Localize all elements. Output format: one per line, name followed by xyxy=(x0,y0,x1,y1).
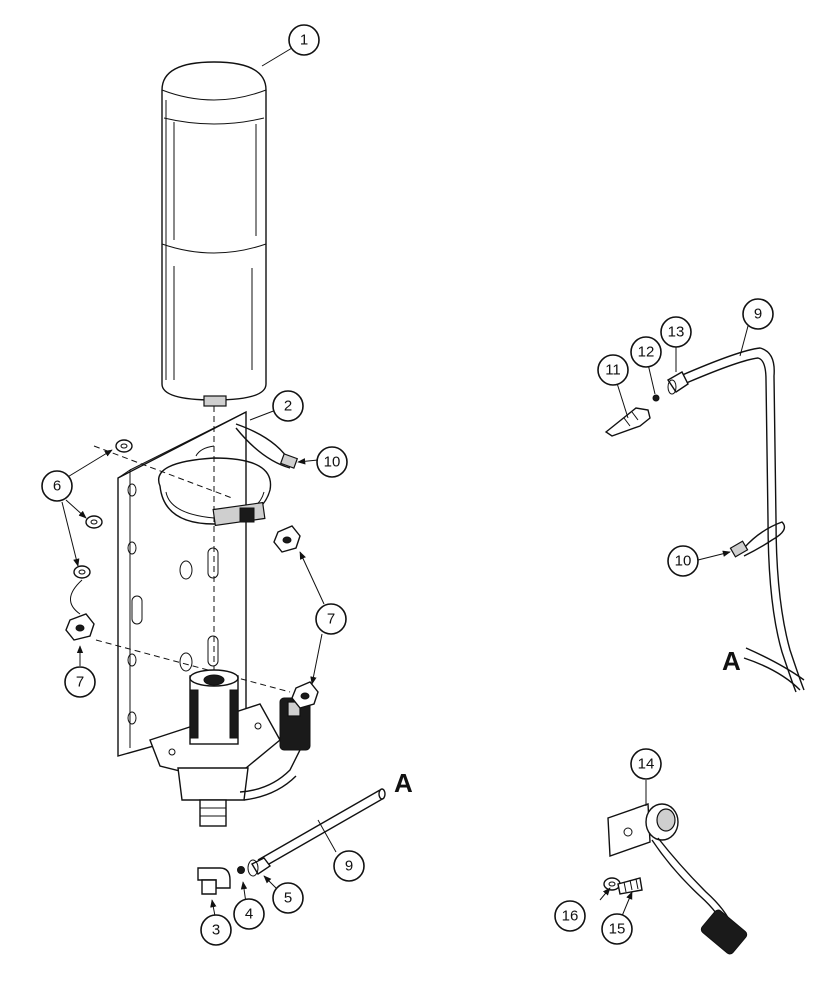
hose-clamp xyxy=(157,445,272,527)
svg-text:5: 5 xyxy=(284,890,292,907)
svg-text:7: 7 xyxy=(327,611,335,628)
detail-tube-routing: A xyxy=(604,347,805,693)
svg-text:10: 10 xyxy=(324,454,341,471)
svg-text:4: 4 xyxy=(245,906,253,923)
callout-10-left: 10 xyxy=(316,446,348,478)
callout-14: 14 xyxy=(630,748,662,780)
detail-switch xyxy=(603,803,748,955)
pressure-switch-assembly xyxy=(177,669,311,827)
callout-16: 16 xyxy=(554,900,586,932)
callout-5: 5 xyxy=(272,882,304,914)
callout-9-right: 9 xyxy=(742,298,774,330)
section-mark-left: A xyxy=(394,768,413,798)
receiver-drier-canister xyxy=(161,61,267,407)
callout-11: 11 xyxy=(597,354,629,386)
callout-15: 15 xyxy=(601,913,633,945)
svg-text:9: 9 xyxy=(754,306,762,323)
svg-text:13: 13 xyxy=(668,324,685,341)
callout-12: 12 xyxy=(630,336,662,368)
svg-text:11: 11 xyxy=(605,362,621,379)
svg-text:14: 14 xyxy=(638,756,655,773)
callout-7-left: 7 xyxy=(64,666,96,698)
callout-1: 1 xyxy=(288,24,320,56)
callout-9-left: 9 xyxy=(333,850,365,882)
svg-text:2: 2 xyxy=(284,398,292,415)
callout-2: 2 xyxy=(272,390,304,422)
leader-lines xyxy=(61,47,749,917)
callout-6: 6 xyxy=(41,470,73,502)
svg-text:7: 7 xyxy=(76,674,84,691)
callout-7-right: 7 xyxy=(315,603,347,635)
svg-text:6: 6 xyxy=(53,478,61,495)
svg-text:16: 16 xyxy=(562,908,579,925)
svg-text:12: 12 xyxy=(638,344,655,361)
callout-3: 3 xyxy=(200,914,232,946)
svg-text:10: 10 xyxy=(675,553,692,570)
svg-text:1: 1 xyxy=(300,32,308,49)
svg-text:3: 3 xyxy=(212,922,220,939)
callout-4: 4 xyxy=(233,898,265,930)
svg-text:15: 15 xyxy=(609,921,626,938)
section-mark-right: A xyxy=(722,646,741,676)
callout-10-right: 10 xyxy=(667,545,699,577)
svg-text:9: 9 xyxy=(345,858,353,875)
callout-13: 13 xyxy=(660,316,692,348)
